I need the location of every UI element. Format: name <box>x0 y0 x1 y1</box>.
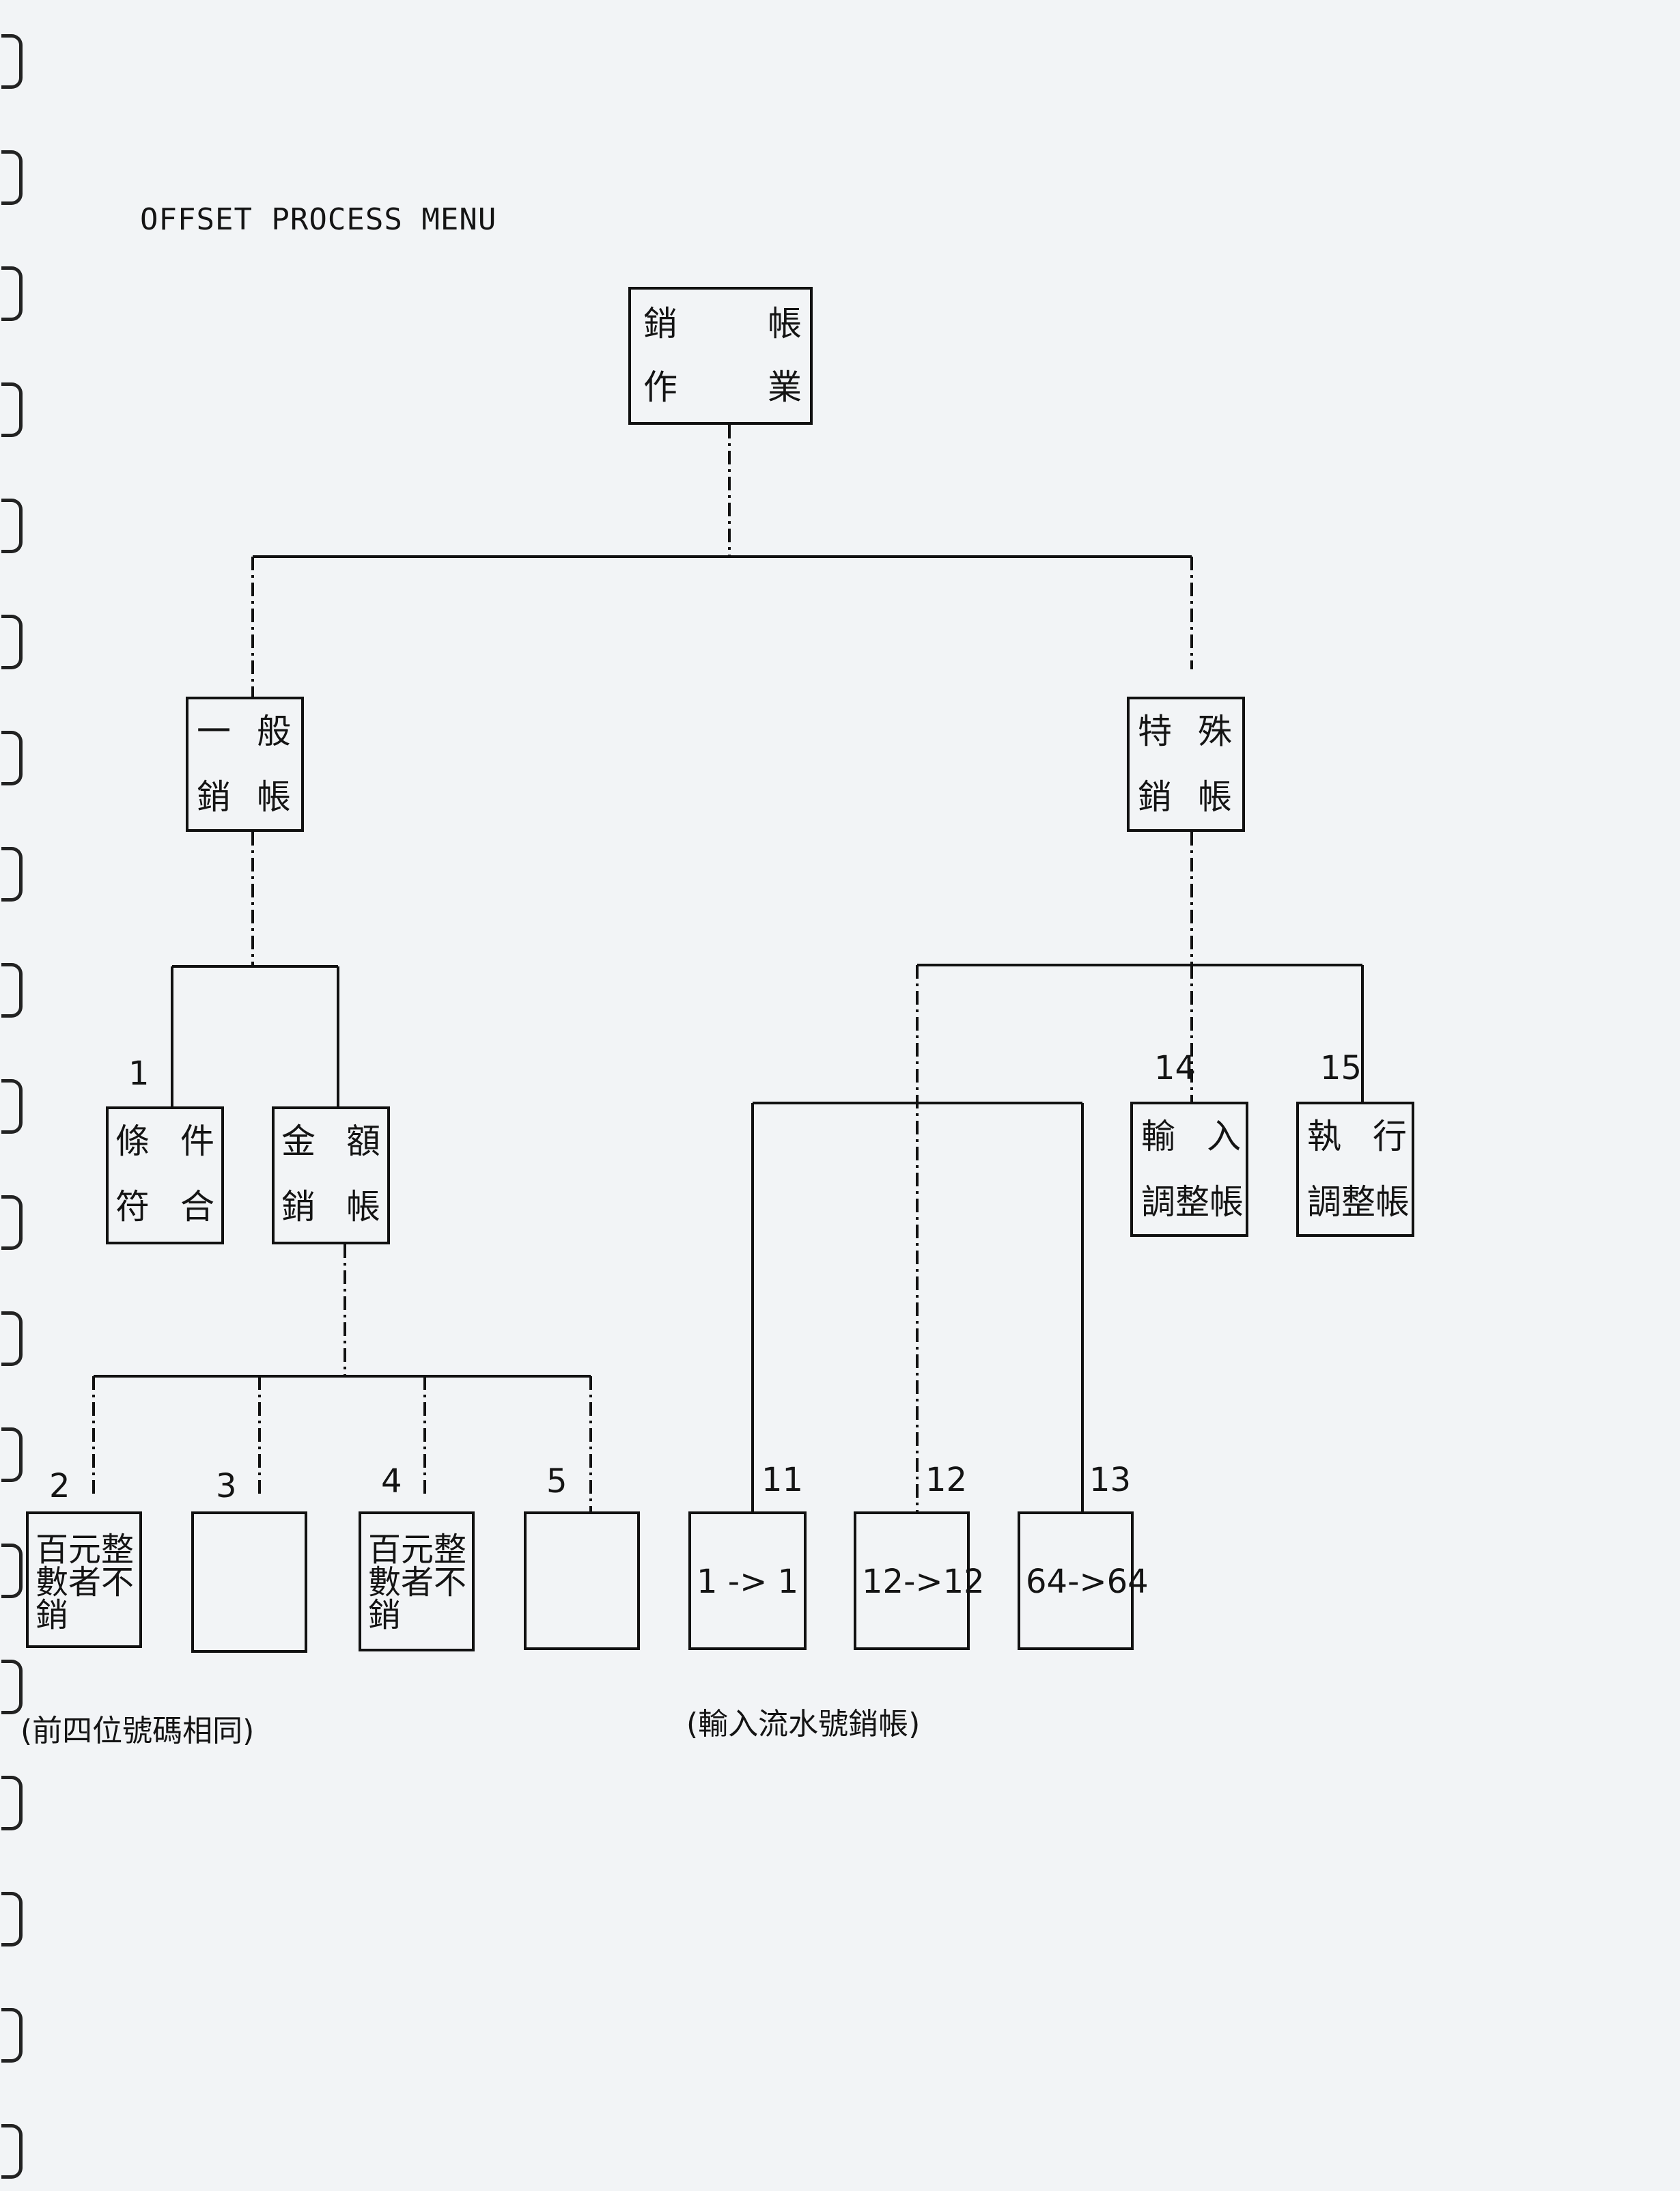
input-adjust-label-3: 調整帳 <box>1141 1182 1244 1222</box>
special-label-4: 帳 <box>1198 777 1232 817</box>
leaf-box-13[interactable]: 64->64 <box>1018 1511 1149 1650</box>
binder-ring <box>1 1427 23 1482</box>
execute-adjust-label-1: 執 <box>1307 1117 1341 1156</box>
amount-label-3: 銷 <box>281 1187 316 1227</box>
condition-label-2: 件 <box>180 1121 214 1161</box>
condition-label-1: 條 <box>115 1121 150 1161</box>
condition-label-4: 合 <box>180 1187 214 1227</box>
amount-label-1: 金 <box>281 1121 316 1161</box>
node-number-12: 12 <box>925 1461 968 1499</box>
special-label-1: 特 <box>1138 712 1172 751</box>
binder-ring <box>1 266 23 321</box>
general-label-3: 銷 <box>197 777 231 817</box>
node-number-4: 4 <box>381 1462 402 1501</box>
root-offset-box[interactable]: 銷 帳 作 業 <box>628 287 813 425</box>
node-number-14: 14 <box>1154 1049 1196 1087</box>
node-number-15: 15 <box>1320 1049 1362 1087</box>
binder-ring <box>1 1544 23 1598</box>
binder-ring <box>1 1079 23 1134</box>
binder-ring <box>1 499 23 553</box>
binder-ring <box>1 2124 23 2179</box>
binder-ring <box>1 731 23 785</box>
node-number-13: 13 <box>1089 1461 1132 1499</box>
binder-ring <box>1 847 23 902</box>
binder-ring <box>1 1776 23 1830</box>
leaf-label-11: 1 -> 1 <box>697 1563 799 1601</box>
binder-ring <box>1 1311 23 1366</box>
special-offset-box[interactable]: 特 殊 銷 帳 <box>1127 697 1245 832</box>
special-label-3: 銷 <box>1138 777 1172 817</box>
condition-match-box[interactable]: 條 件 符 合 <box>106 1106 224 1244</box>
execute-adjust-label-3: 調整帳 <box>1307 1182 1410 1222</box>
node-number-11: 11 <box>761 1461 804 1499</box>
leaf-box-3[interactable] <box>191 1511 307 1653</box>
root-label-1: 銷 <box>643 304 677 344</box>
amount-label-4: 帳 <box>346 1187 380 1227</box>
root-label-3: 作 <box>643 367 677 407</box>
input-adjustment-box[interactable]: 輸 入 調整帳 <box>1130 1102 1248 1237</box>
condition-label-3: 符 <box>115 1187 150 1227</box>
leaf-box-2[interactable]: 百元整 數者不 銷 <box>26 1511 142 1648</box>
general-offset-box[interactable]: 一 般 銷 帳 <box>186 697 304 832</box>
general-group-note: (前四位號碼相同) <box>20 1714 255 1748</box>
binder-ring <box>1 1892 23 1946</box>
general-label-2: 般 <box>257 712 291 751</box>
input-adjust-label-2: 入 <box>1207 1117 1241 1156</box>
binder-ring <box>1 382 23 437</box>
leaf-label-4: 百元整 數者不 銷 <box>368 1531 467 1634</box>
binder-ring <box>1 1195 23 1250</box>
node-number-5: 5 <box>546 1462 568 1501</box>
leaf-label-13: 64->64 <box>1026 1563 1149 1601</box>
node-number-2: 2 <box>49 1467 70 1505</box>
execute-adjust-label-2: 行 <box>1373 1117 1407 1156</box>
leaf-box-12[interactable]: 12->12 <box>854 1511 985 1650</box>
general-label-4: 帳 <box>257 777 291 817</box>
leaf-box-5[interactable] <box>524 1511 640 1650</box>
binder-ring <box>1 34 23 89</box>
amount-offset-box[interactable]: 金 額 銷 帳 <box>272 1106 390 1244</box>
binder-ring <box>1 963 23 1018</box>
input-adjust-label-1: 輸 <box>1141 1117 1175 1156</box>
root-label-2: 帳 <box>768 304 802 344</box>
special-label-2: 殊 <box>1198 712 1232 751</box>
binder-ring <box>1 150 23 205</box>
leaf-label-2: 百元整 數者不 銷 <box>36 1531 135 1634</box>
leaf-box-11[interactable]: 1 -> 1 <box>688 1511 807 1650</box>
page-title: OFFSET PROCESS MENU <box>140 202 497 237</box>
amount-label-2: 額 <box>346 1121 380 1161</box>
root-label-4: 業 <box>768 367 802 407</box>
binder-ring <box>1 615 23 669</box>
node-number-3: 3 <box>216 1467 237 1505</box>
general-label-1: 一 <box>197 712 231 751</box>
binder-ring <box>1 2008 23 2063</box>
binder-ring <box>1 1660 23 1714</box>
execute-adjustment-box[interactable]: 執 行 調整帳 <box>1296 1102 1414 1237</box>
leaf-box-4[interactable]: 百元整 數者不 銷 <box>359 1511 475 1651</box>
node-number-1: 1 <box>128 1055 150 1093</box>
serial-group-note: (輸入流水號銷帳) <box>686 1707 921 1742</box>
leaf-label-12: 12->12 <box>862 1563 985 1601</box>
